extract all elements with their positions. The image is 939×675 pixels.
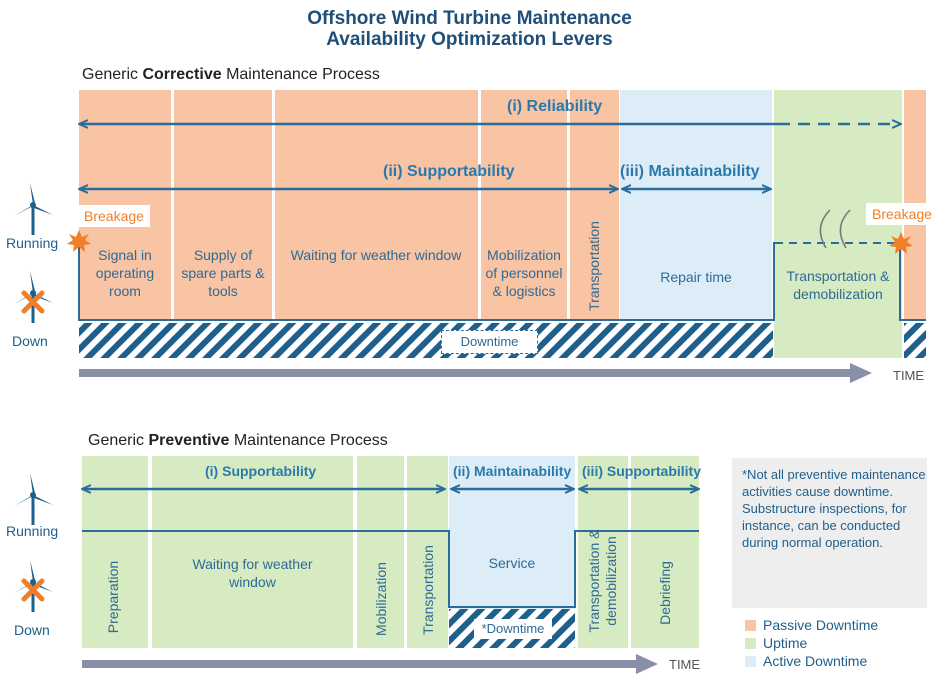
step-transportation: Transportation xyxy=(586,221,602,311)
state-running-label: Running xyxy=(6,235,59,251)
legend-uptime: Uptime xyxy=(745,635,807,651)
preventive-note: *Not all preventive maintenance activiti… xyxy=(732,458,927,608)
breakage-label-left: Breakage xyxy=(78,205,150,227)
title-line-1: Offshore Wind Turbine Maintenance xyxy=(307,8,632,29)
state-down-label: Down xyxy=(12,333,48,349)
p-step-waiting: Waiting for weather window xyxy=(192,556,313,590)
step-supply: Supply of spare parts & tools xyxy=(181,247,265,299)
corrective-section-title: Generic Corrective Maintenance Process xyxy=(82,66,380,83)
title-line-2: Availability Optimization Levers xyxy=(326,29,613,50)
p-state-down-label: Down xyxy=(14,622,50,638)
corrective-state-line xyxy=(78,242,775,321)
legend-active-swatch xyxy=(745,656,756,667)
legend-passive: Passive Downtime xyxy=(745,617,878,633)
wind-turbine-icon xyxy=(12,471,55,527)
step-signal: Signal in operating room xyxy=(95,247,155,299)
preventive-state-line xyxy=(82,530,699,608)
p-step-demob: Transportation & demobilization xyxy=(586,529,619,633)
seg-repair xyxy=(620,90,772,320)
p-lever-supportability3: (iii) Supportability xyxy=(582,463,701,479)
p-step-mobilization: Mobilization xyxy=(373,562,389,636)
lever-maintainability: (iii) Maintainability xyxy=(620,163,760,180)
step-mobilization: Mobilization of personnel & logistics xyxy=(485,247,563,299)
p-step-transportation: Transportation xyxy=(420,545,436,635)
legend-active: Active Downtime xyxy=(745,653,867,669)
page-title: Offshore Wind Turbine Maintenance Availa… xyxy=(0,8,939,50)
breakage-label-right: Breakage xyxy=(866,203,938,225)
p-downtime-label: *Downtime xyxy=(474,619,552,639)
time-label: TIME xyxy=(893,368,925,383)
seg-supply xyxy=(174,90,272,320)
p-time-label: TIME xyxy=(669,657,701,672)
p-state-running-label: Running xyxy=(6,523,59,539)
step-waiting: Waiting for weather window xyxy=(290,247,462,263)
lever-supportability: (ii) Supportability xyxy=(383,163,515,180)
seg-transportation xyxy=(570,90,619,320)
wind-squiggle xyxy=(819,209,831,249)
preventive-section-title: Generic Preventive Maintenance Process xyxy=(88,432,388,449)
p-step-preparation: Preparation xyxy=(105,560,121,634)
seg-mobilization xyxy=(481,90,567,320)
step-demob: Transportation & demobilization xyxy=(786,268,890,302)
p-step-debriefing: Debriefing xyxy=(657,561,673,625)
p-step-service: Service xyxy=(488,555,536,571)
seg-pwaiting xyxy=(152,456,353,648)
downtime-bar xyxy=(79,323,773,358)
breakage-burst-icon xyxy=(67,230,91,252)
legend-uptime-swatch xyxy=(745,638,756,649)
seg-waiting xyxy=(275,90,478,320)
wind-turbine-icon xyxy=(12,181,55,237)
p-lever-maintainability: (ii) Maintainability xyxy=(453,463,572,479)
downtime-bar-end xyxy=(904,323,926,358)
breakage-burst-icon xyxy=(889,232,913,254)
step-repair: Repair time xyxy=(660,269,732,285)
legend-passive-swatch xyxy=(745,620,756,631)
p-lever-supportability: (i) Supportability xyxy=(205,463,317,479)
lever-reliability: (i) Reliability xyxy=(507,98,603,115)
downtime-label: Downtime xyxy=(441,330,538,354)
wind-turbine-icon xyxy=(12,269,55,325)
